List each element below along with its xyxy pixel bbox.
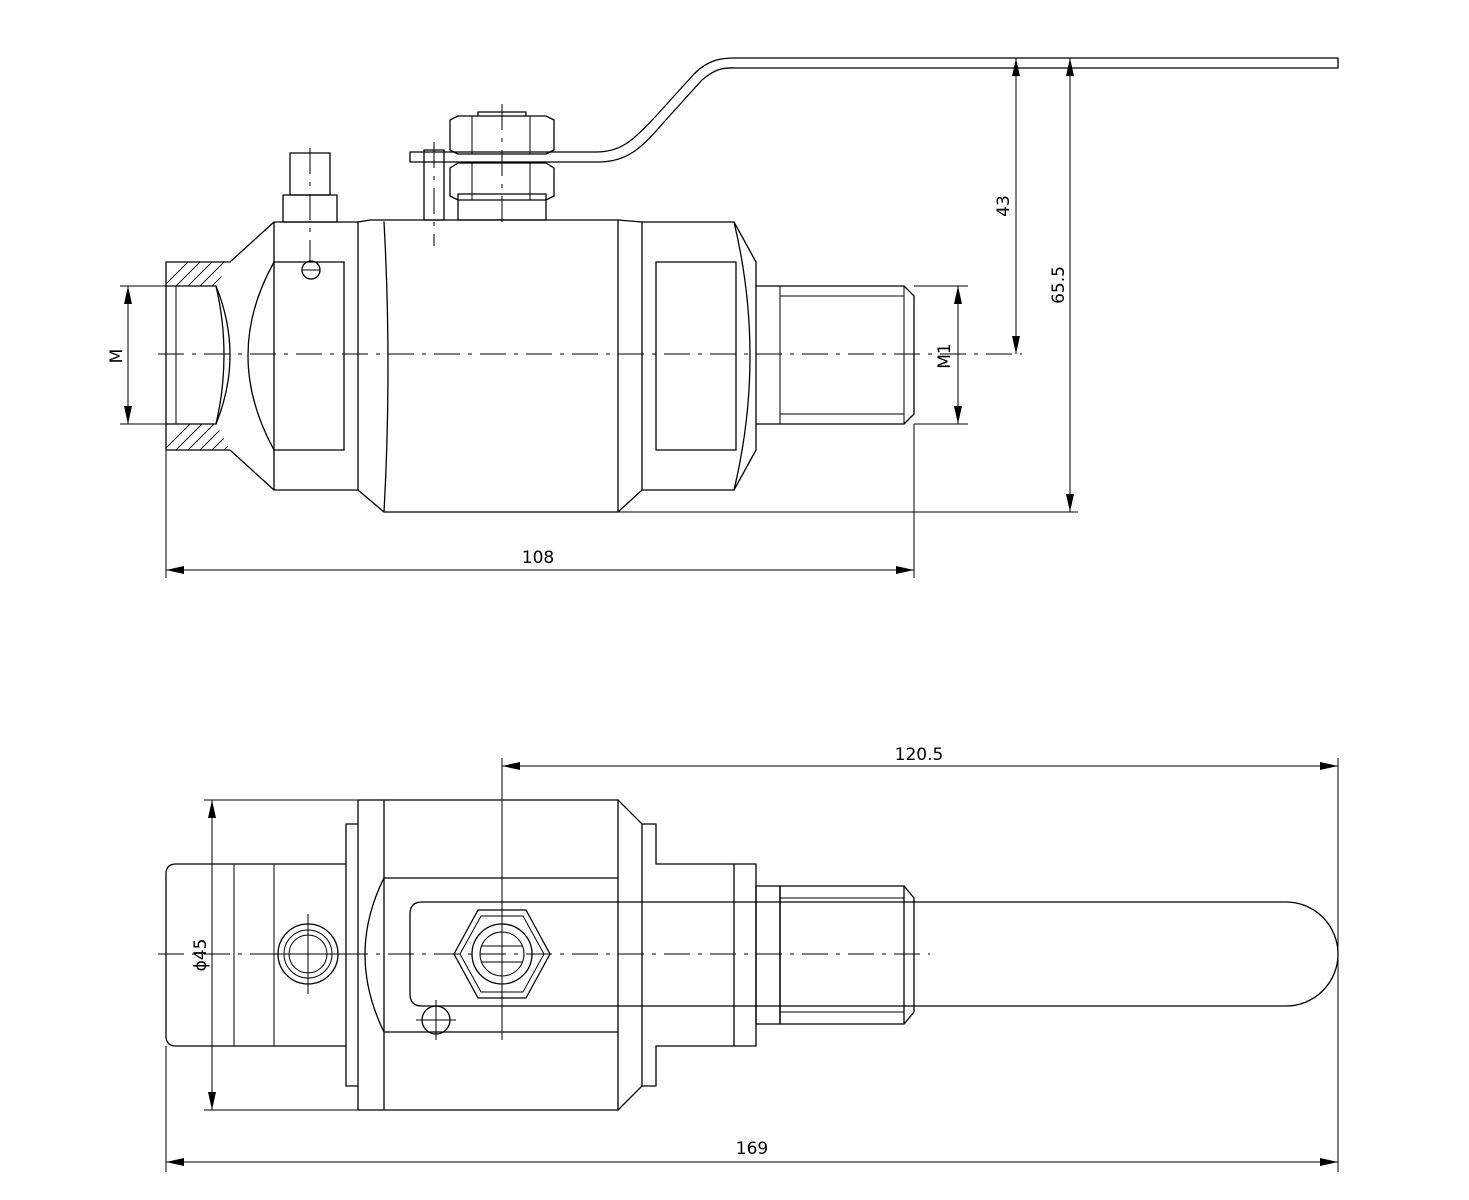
top-handle	[409, 901, 1339, 1007]
right-male-end	[755, 285, 915, 425]
dim-169-label: 169	[736, 1139, 768, 1159]
dim-length-169: 169	[165, 1046, 1338, 1172]
valve-body	[357, 219, 643, 513]
right-nut	[641, 221, 757, 491]
stem-and-handle	[409, 57, 1339, 246]
top-stop-pin	[416, 1000, 456, 1040]
dim-height-43: 43	[994, 58, 1020, 354]
dim-108-label: 108	[522, 548, 554, 568]
dim-height-65-5: 65.5	[618, 58, 1078, 513]
top-right-nut	[733, 863, 915, 1047]
top-body	[345, 799, 735, 1111]
dim-45-label: ϕ45	[191, 939, 211, 972]
left-female-end	[165, 221, 359, 491]
dim-length-108: 108	[165, 424, 915, 578]
dim-120-5-label: 120.5	[895, 745, 944, 765]
side-view: M M1 108 43	[107, 57, 1339, 578]
dim-handle-120-5: 120.5	[502, 745, 1339, 1172]
dim-43-label: 43	[994, 195, 1014, 217]
dim-diameter-45: ϕ45	[191, 799, 384, 1111]
top-view: ϕ45 120.5 169	[158, 745, 1339, 1172]
dim-65-5-label: 65.5	[1049, 266, 1069, 304]
section-hatch-bottom	[166, 424, 230, 450]
dim-m1-label: M1	[935, 343, 955, 368]
dim-m-label: M	[107, 349, 127, 364]
section-hatch-top	[166, 262, 230, 286]
drain-plug	[282, 148, 338, 262]
dim-thread-m1: M1	[914, 285, 968, 425]
dim-thread-m: M	[107, 285, 166, 425]
